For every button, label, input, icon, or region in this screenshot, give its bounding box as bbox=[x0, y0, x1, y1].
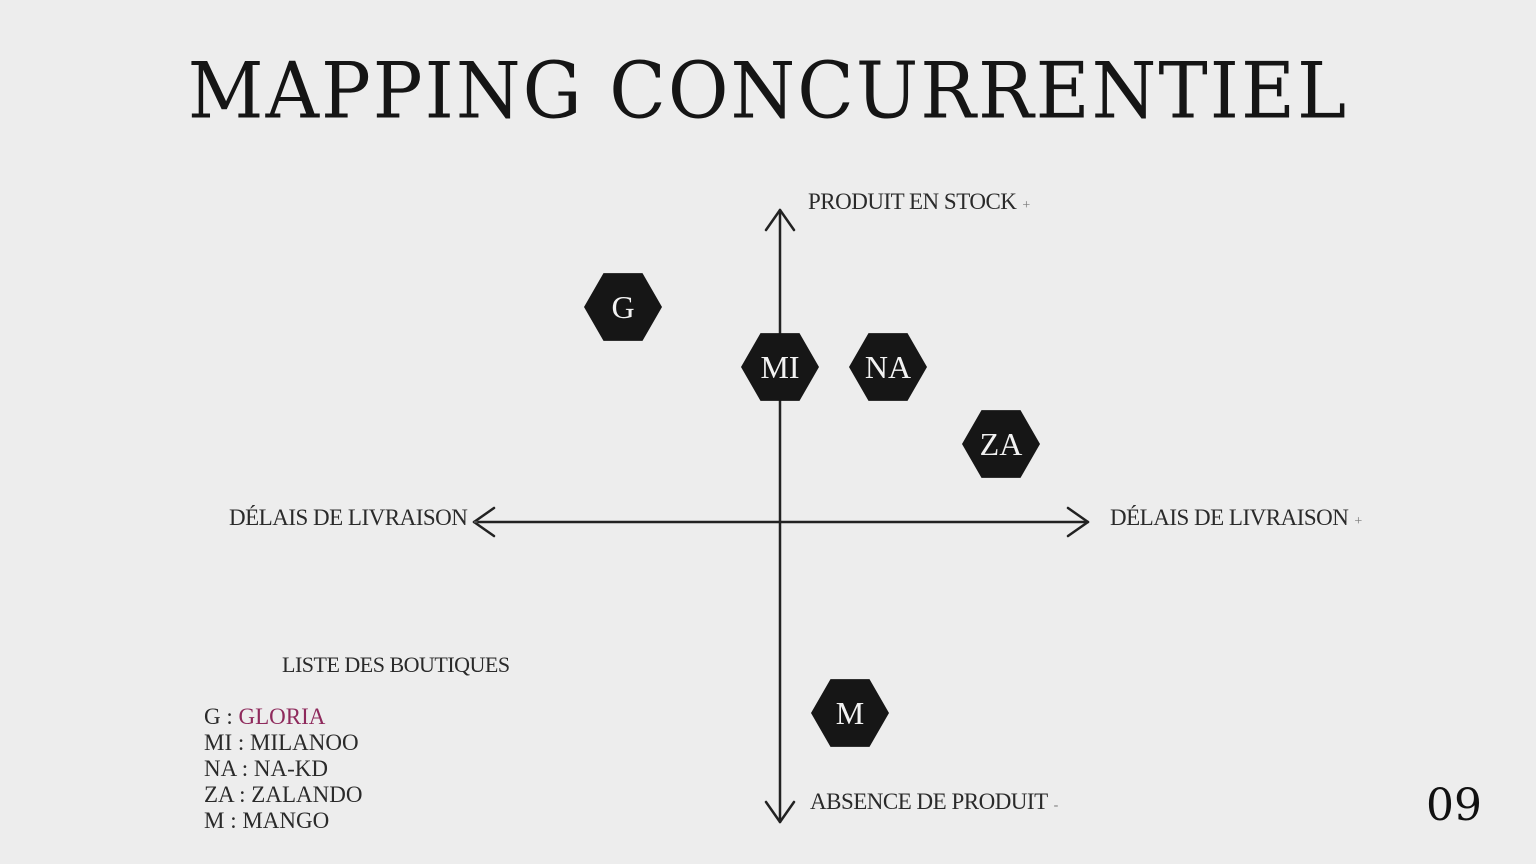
legend: G : GLORIA MI : MILANOO NA : NA-KD ZA : … bbox=[204, 704, 362, 834]
marker-g: G bbox=[584, 273, 662, 341]
legend-title: LISTE DES BOUTIQUES bbox=[282, 652, 510, 677]
page-title: MAPPING CONCURRENTIEL bbox=[187, 45, 1349, 137]
arrow-up-icon bbox=[764, 208, 796, 232]
axis-label-bottom: ABSENCE DE PRODUIT- bbox=[810, 789, 1058, 814]
axis-label-left: DÉLAIS DE LIVRAISON- bbox=[229, 505, 478, 530]
marker-mi: MI bbox=[741, 333, 819, 401]
arrow-right-icon bbox=[1066, 506, 1090, 538]
page-number: 09 bbox=[1426, 780, 1482, 831]
legend-item: ZA : ZALANDO bbox=[204, 782, 363, 807]
legend-item: G : GLORIA bbox=[204, 704, 326, 729]
axis-label-top: PRODUIT EN STOCK+ bbox=[808, 189, 1030, 214]
marker-m: M bbox=[811, 679, 889, 747]
legend-item: NA : NA-KD bbox=[204, 756, 328, 781]
axis-label-right: DÉLAIS DE LIVRAISON+ bbox=[1110, 505, 1362, 530]
arrow-down-icon bbox=[764, 800, 796, 824]
marker-za: ZA bbox=[962, 410, 1040, 478]
legend-item: M : MANGO bbox=[204, 808, 330, 833]
arrow-left-icon bbox=[472, 506, 496, 538]
marker-na: NA bbox=[849, 333, 927, 401]
legend-item: MI : MILANOO bbox=[204, 730, 359, 755]
